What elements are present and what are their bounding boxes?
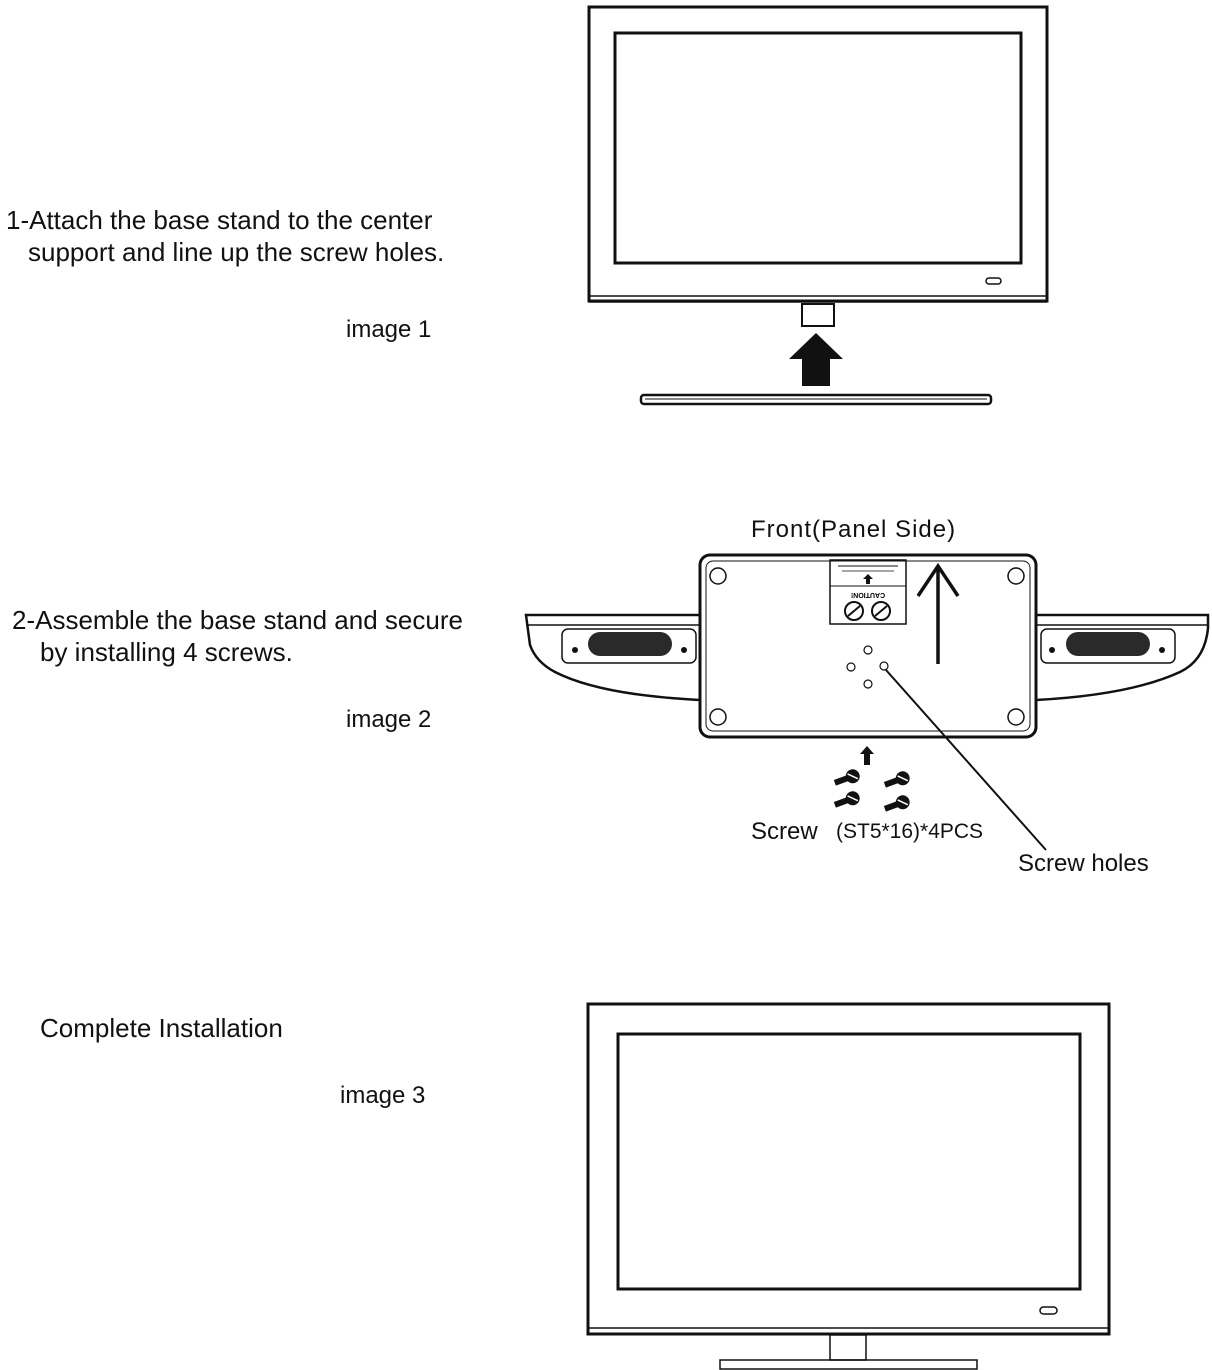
screw-holes-label: Screw holes xyxy=(1018,850,1149,877)
tv-screen xyxy=(616,1032,1082,1291)
left-speaker-grille xyxy=(588,632,672,656)
screw-hole xyxy=(863,645,873,655)
screw-icon xyxy=(883,771,910,788)
tv-outer-frame xyxy=(586,1002,1111,1336)
stand-neck xyxy=(829,1334,867,1361)
step-2-caption: image 2 xyxy=(346,706,432,733)
screw-up-arrow-icon xyxy=(860,746,874,765)
screw-icon xyxy=(833,769,860,786)
screw-icon xyxy=(883,795,910,812)
power-indicator-icon xyxy=(1039,1306,1058,1315)
screw-hole xyxy=(846,662,856,672)
base-assembly-diagram: CAUTION! xyxy=(524,553,1210,851)
screw-hole xyxy=(879,661,889,671)
right-speaker-grille xyxy=(1066,632,1150,656)
corner-hole xyxy=(1007,708,1025,726)
corner-hole xyxy=(709,708,727,726)
base-stand xyxy=(639,393,993,406)
step-2-text-line-1: 2-Assemble the base stand and secure xyxy=(12,605,463,635)
power-indicator-icon xyxy=(985,277,1002,285)
front-direction-arrow-icon xyxy=(916,562,960,664)
sticker-title: CAUTION! xyxy=(851,591,885,598)
stand-base xyxy=(719,1359,978,1370)
screw-holes-leader-line xyxy=(885,669,1047,851)
step-2-text-line-2: by installing 4 screws. xyxy=(40,637,293,667)
step-1-text-line-1: 1-Attach the base stand to the center xyxy=(6,205,433,235)
step-1-caption: image 1 xyxy=(346,316,432,343)
step-3-title: Complete Installation xyxy=(40,1013,283,1043)
tv-attach-diagram xyxy=(587,5,1049,406)
step-1-text-line-2: support and line up the screw holes. xyxy=(28,237,445,267)
up-arrow-icon xyxy=(789,333,843,386)
caution-sticker: CAUTION! xyxy=(829,559,907,625)
corner-hole xyxy=(1007,567,1025,585)
screw-icon xyxy=(833,791,860,808)
center-support xyxy=(801,303,835,327)
screw-label: Screw xyxy=(751,818,818,845)
left-speaker-wing xyxy=(524,613,702,702)
right-speaker-wing xyxy=(1034,613,1210,702)
tv-screen xyxy=(613,31,1023,265)
corner-hole xyxy=(709,567,727,585)
tv-outer-frame xyxy=(587,5,1049,303)
step-3-caption: image 3 xyxy=(340,1082,426,1109)
screw-hole xyxy=(863,679,873,689)
screw-spec-label: (ST5*16)*4PCS xyxy=(836,820,984,843)
front-panel-side-label: Front(Panel Side) xyxy=(751,516,957,543)
